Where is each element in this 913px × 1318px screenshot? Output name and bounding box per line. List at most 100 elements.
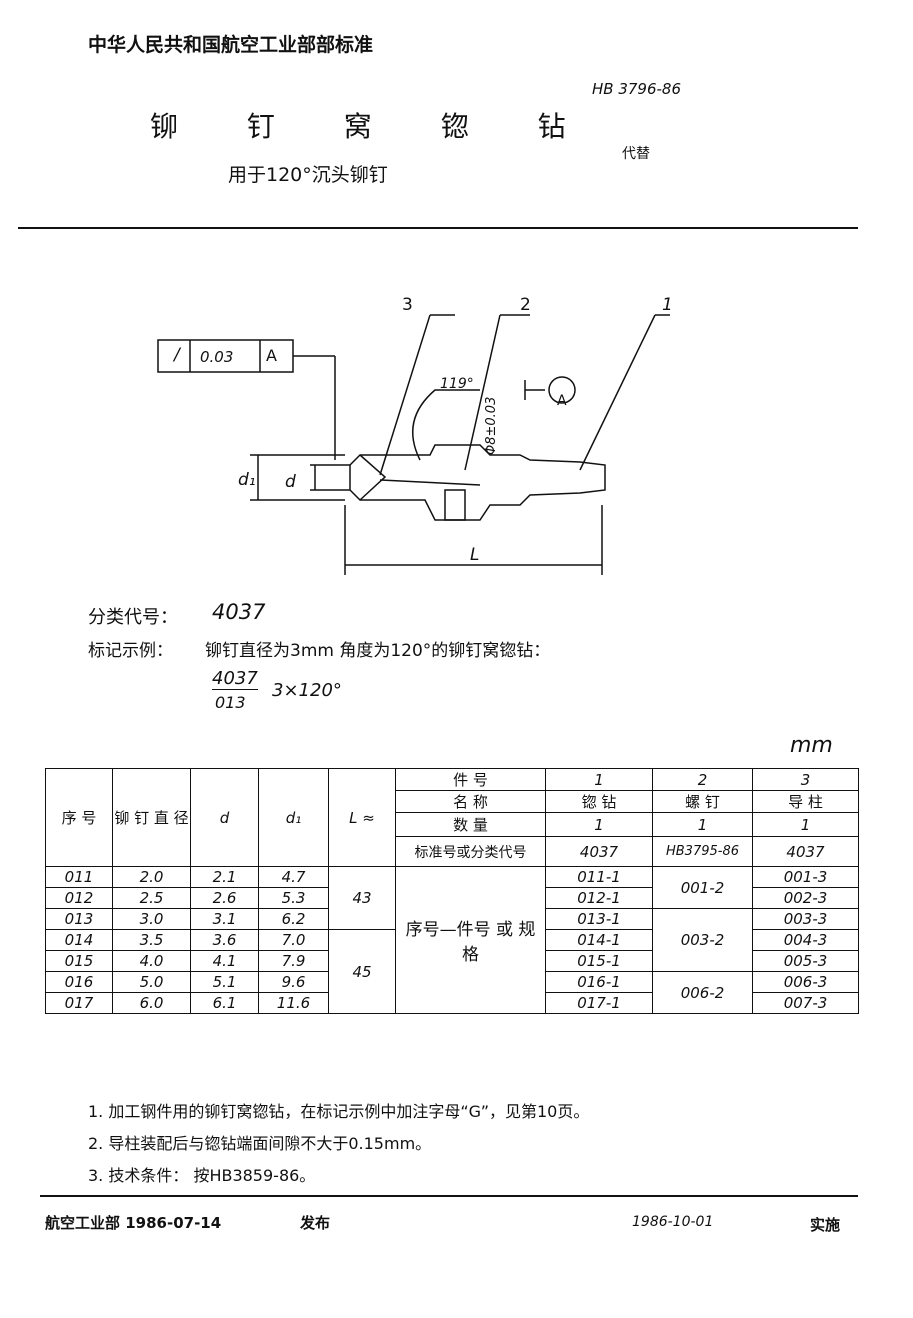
- part1-cell: 014-1: [545, 929, 653, 951]
- seq-part-label: 序号—件号 或 规 格: [395, 866, 546, 1014]
- footer-issuer: 航空工业部 1986-07-14: [45, 1214, 222, 1232]
- d-cell: 6.1: [190, 992, 259, 1014]
- header-rivet-dia: 铆 钉 直 径: [112, 768, 191, 867]
- class-code: 4037: [212, 600, 266, 624]
- d1-cell: 5.3: [258, 887, 329, 909]
- footer-issued: 发布: [300, 1214, 331, 1232]
- seq-cell: 015: [45, 950, 113, 972]
- d-cell: 5.1: [190, 971, 259, 993]
- d1-cell: 9.6: [258, 971, 329, 993]
- part-std-1: 4037: [545, 836, 653, 867]
- L-cell: 45: [328, 929, 396, 1014]
- rivet-dia-cell: 4.0: [112, 950, 191, 972]
- part-no-1: 1: [545, 768, 653, 791]
- header-part-no: 件 号: [395, 768, 546, 791]
- d1-cell: 7.9: [258, 950, 329, 972]
- note-1: 1. 加工钢件用的铆钉窝锪钻，在标记示例中加注字母“G”，见第10页。: [88, 1102, 590, 1121]
- part2-cell: 003-2: [652, 908, 753, 972]
- assembly-drawing: [157, 314, 670, 575]
- part3-cell: 006-3: [752, 971, 859, 993]
- seq-cell: 011: [45, 866, 113, 888]
- header-rule: [18, 227, 858, 229]
- part-name-3: 导 柱: [752, 790, 859, 813]
- header-name: 名 称: [395, 790, 546, 813]
- callout-2: 2: [520, 295, 531, 315]
- part-qty-3: 1: [752, 812, 859, 837]
- L-cell: 43: [328, 866, 396, 930]
- d-cell: 2.6: [190, 887, 259, 909]
- standard-code: HB 3796-86: [592, 80, 682, 98]
- seq-cell: 012: [45, 887, 113, 909]
- part-std-2: HB3795-86: [652, 836, 753, 867]
- header-d: d: [190, 768, 259, 867]
- callout-3: 3: [402, 295, 413, 315]
- part2-cell: 006-2: [652, 971, 753, 1014]
- part1-cell: 012-1: [545, 887, 653, 909]
- part3-cell: 005-3: [752, 950, 859, 972]
- seq-cell: 016: [45, 971, 113, 993]
- part-qty-2: 1: [652, 812, 753, 837]
- d-cell: 3.6: [190, 929, 259, 951]
- example-text: 铆钉直径为3mm 角度为120°的铆钉窝锪钻：: [205, 641, 551, 661]
- header-qty: 数 量: [395, 812, 546, 837]
- example-label: 标记示例：: [88, 641, 173, 661]
- rivet-dia-cell: 3.5: [112, 929, 191, 951]
- class-label: 分类代号：: [88, 607, 178, 628]
- callout-1: 1: [662, 295, 673, 315]
- part3-cell: 001-3: [752, 866, 859, 888]
- angle-label: 119°: [440, 376, 474, 392]
- part1-cell: 011-1: [545, 866, 653, 888]
- part3-cell: 003-3: [752, 908, 859, 930]
- seq-cell: 014: [45, 929, 113, 951]
- d-cell: 2.1: [190, 866, 259, 888]
- mark-suffix: 3×120°: [272, 680, 342, 701]
- d1-cell: 7.0: [258, 929, 329, 951]
- rivet-dia-cell: 2.5: [112, 887, 191, 909]
- rivet-dia-cell: 2.0: [112, 866, 191, 888]
- d1-label: d₁: [238, 470, 256, 490]
- part-name-1: 锪 钻: [545, 790, 653, 813]
- header-seq: 序 号: [45, 768, 113, 867]
- part1-cell: 013-1: [545, 908, 653, 930]
- part3-cell: 004-3: [752, 929, 859, 951]
- unit-label: mm: [790, 733, 833, 758]
- rivet-dia-cell: 6.0: [112, 992, 191, 1014]
- part3-cell: 002-3: [752, 887, 859, 909]
- doc-subtitle: 用于120°沉头铆钉: [228, 164, 388, 186]
- footer-rule: [40, 1195, 858, 1197]
- mark-denominator: 013: [215, 693, 246, 712]
- part-name-2: 螺 钉: [652, 790, 753, 813]
- footer-effective: 实施: [810, 1216, 841, 1234]
- datum-label: A: [557, 393, 567, 409]
- part3-cell: 007-3: [752, 992, 859, 1014]
- rivet-dia-cell: 3.0: [112, 908, 191, 930]
- mark-numerator: 4037: [212, 668, 258, 690]
- diameter-label: Φ8±0.03: [484, 396, 499, 455]
- part2-cell: 001-2: [652, 866, 753, 909]
- tolerance-value: 0.03: [200, 348, 234, 366]
- footer-date: 1986-10-01: [632, 1214, 714, 1230]
- d-cell: 3.1: [190, 908, 259, 930]
- d1-cell: 6.2: [258, 908, 329, 930]
- note-2: 2. 导柱装配后与锪钻端面间隙不大于0.15mm。: [88, 1134, 432, 1153]
- tolerance-datum: A: [266, 346, 277, 365]
- part-qty-1: 1: [545, 812, 653, 837]
- part1-cell: 015-1: [545, 950, 653, 972]
- part-no-3: 3: [752, 768, 859, 791]
- standard-org: 中华人民共和国航空工业部部标准: [88, 34, 374, 56]
- d1-cell: 11.6: [258, 992, 329, 1014]
- tolerance-symbol: /: [174, 345, 180, 365]
- rivet-dia-cell: 5.0: [112, 971, 191, 993]
- part1-cell: 016-1: [545, 971, 653, 993]
- seq-cell: 013: [45, 908, 113, 930]
- header-d1: d₁: [258, 768, 329, 867]
